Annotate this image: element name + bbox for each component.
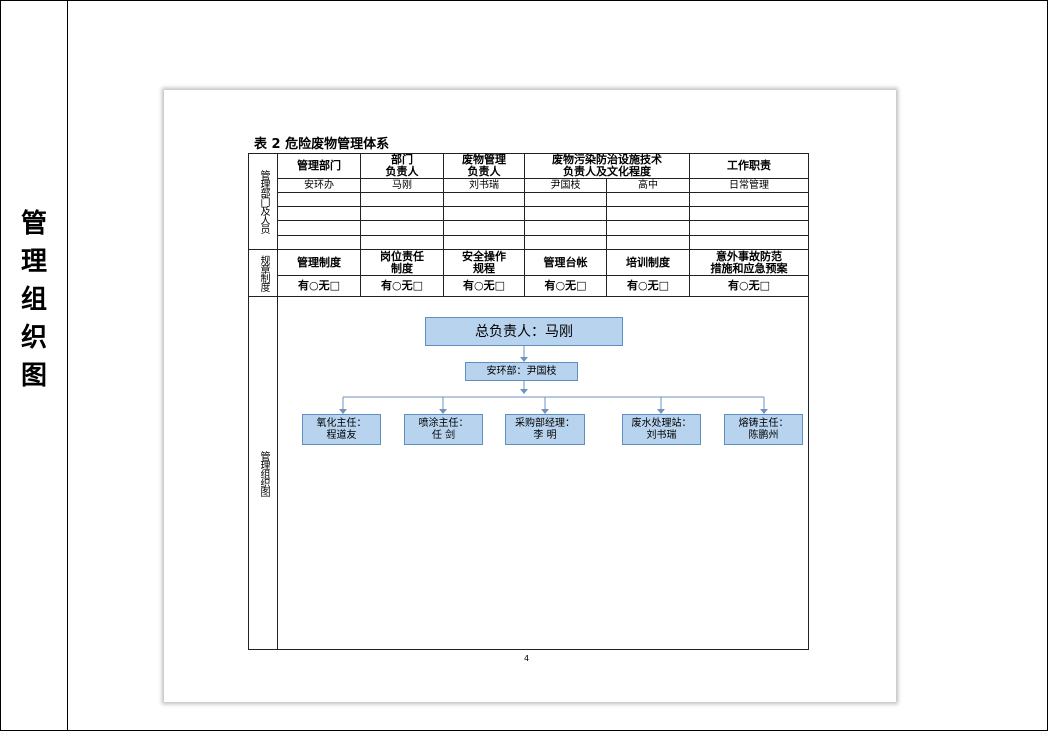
org-leaf-name: 程道友 — [326, 429, 357, 441]
header-text: 废物污染防治设施技术 — [552, 153, 662, 166]
arrow-head — [339, 409, 347, 414]
org-leaf-title: 熔铸主任： — [738, 417, 789, 429]
org-node-leaf: 喷涂主任： 任 剑 — [404, 414, 483, 445]
arrow-head — [760, 409, 768, 414]
org-leaf-name: 任 剑 — [431, 429, 456, 441]
arrow-head — [541, 409, 549, 414]
org-leaf-title: 采购部经理： — [515, 417, 575, 429]
header-text: 废物管理 — [462, 153, 506, 166]
org-node-middle: 安环部：尹国枝 — [465, 362, 578, 381]
rule-text: 岗位责任 — [380, 249, 424, 263]
section-label: 管 理 组 织 图 — [14, 205, 54, 395]
column-divider — [67, 0, 68, 731]
rule-text: 意外事故防范 — [716, 249, 782, 263]
header-text: 负责人 — [385, 165, 419, 178]
org-node-leaf: 熔铸主任： 陈鹏州 — [724, 414, 803, 445]
arrow-head — [520, 389, 528, 394]
section-label-char: 织 — [20, 323, 47, 353]
arrow-head — [657, 409, 665, 414]
org-leaf-name: 刘书瑞 — [646, 429, 677, 441]
rule-text: 安全操作 — [462, 249, 506, 263]
org-node-leaf: 废水处理站： 刘书瑞 — [622, 414, 701, 445]
org-leaf-title: 氧化主任： — [316, 417, 367, 429]
org-node-leaf: 氧化主任： 程道友 — [302, 414, 381, 445]
org-leaf-name: 李 明 — [533, 429, 557, 441]
table-title: 表 2 危险废物管理体系 — [254, 137, 390, 152]
section-label-char: 图 — [20, 361, 47, 391]
rule-text: 制度 — [391, 261, 413, 275]
org-node-top: 总负责人：马刚 — [425, 317, 623, 346]
section-label-char: 组 — [20, 285, 47, 315]
rule-text: 措施和应急预案 — [710, 261, 788, 275]
section-label-char: 管 — [20, 209, 47, 239]
org-chart-area — [277, 296, 809, 650]
org-leaf-name: 陈鹏州 — [748, 429, 779, 441]
org-leaf-title: 废水处理站： — [631, 417, 692, 429]
arrow-head — [439, 409, 447, 414]
arrow-head — [520, 357, 528, 362]
rule-text: 规程 — [473, 261, 495, 275]
page-number: 4 — [524, 654, 530, 663]
org-leaf-title: 喷涂主任： — [418, 417, 469, 429]
header-text: 负责人及文化程度 — [563, 165, 651, 178]
header-text: 部门 — [391, 153, 413, 166]
header-text: 负责人 — [467, 165, 501, 178]
section-label-char: 理 — [20, 247, 47, 277]
org-node-leaf: 采购部经理： 李 明 — [505, 414, 585, 445]
